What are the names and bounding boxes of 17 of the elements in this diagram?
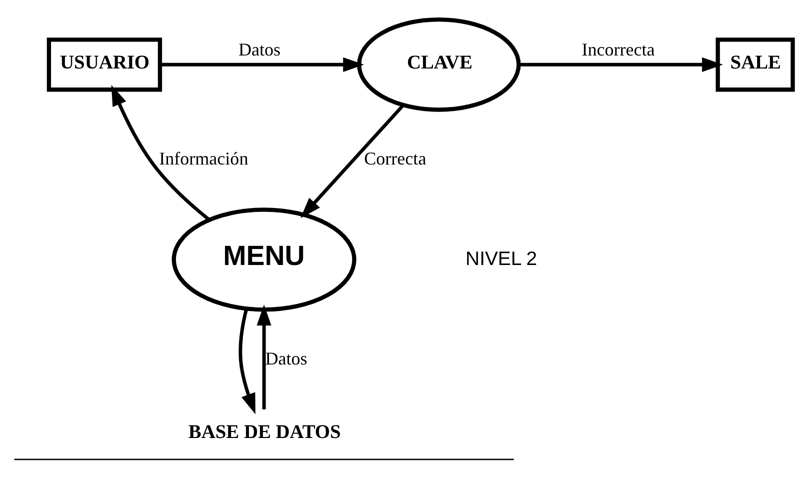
node-box: USUARIO <box>46 37 162 92</box>
arrow <box>160 56 364 72</box>
edge-label: Correcta <box>364 148 426 168</box>
edge-label: Incorrecta <box>582 38 655 59</box>
label: NIVEL 2 <box>466 247 538 270</box>
edge-label: Datos <box>238 38 281 59</box>
node-ellipse: MENU <box>172 207 356 312</box>
edge-label: Información <box>159 148 248 168</box>
edge-label: Datos <box>265 348 308 368</box>
node-ellipse: CLAVE <box>357 16 521 112</box>
arrow <box>256 304 272 409</box>
arrow <box>518 56 723 72</box>
arrow <box>300 104 404 218</box>
arrow <box>111 84 210 220</box>
node-box: SALE <box>716 37 795 92</box>
node-text: BASE DE DATOS <box>188 422 341 443</box>
arrow <box>238 308 256 414</box>
